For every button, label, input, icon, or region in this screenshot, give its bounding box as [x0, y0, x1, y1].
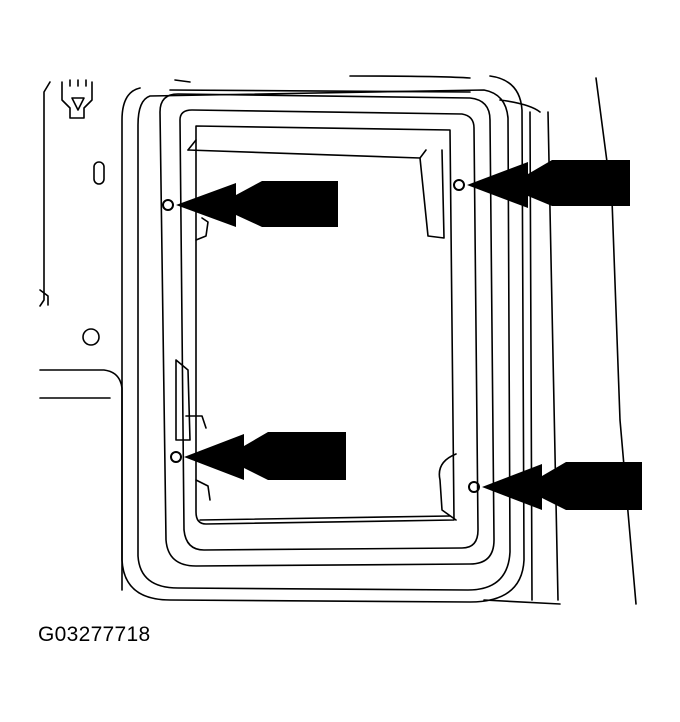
fastener-bolts	[162, 179, 480, 493]
arrow-lower-right	[482, 462, 642, 510]
arrow-lower-left	[184, 432, 346, 480]
tub-interior	[175, 139, 457, 521]
arrow-upper-left	[176, 181, 338, 227]
left-body-panel	[39, 79, 123, 591]
right-quarter-panel	[483, 77, 637, 605]
bezel-outer	[121, 75, 525, 603]
bolt-upper-right	[453, 179, 465, 191]
bolt-lower-right	[468, 481, 480, 493]
bolt-lower-left	[170, 451, 182, 463]
bolt-upper-left	[162, 199, 174, 211]
arrow-upper-right	[467, 160, 630, 208]
frame-inner	[159, 93, 495, 567]
figure-code-caption: G03277718	[38, 623, 151, 646]
